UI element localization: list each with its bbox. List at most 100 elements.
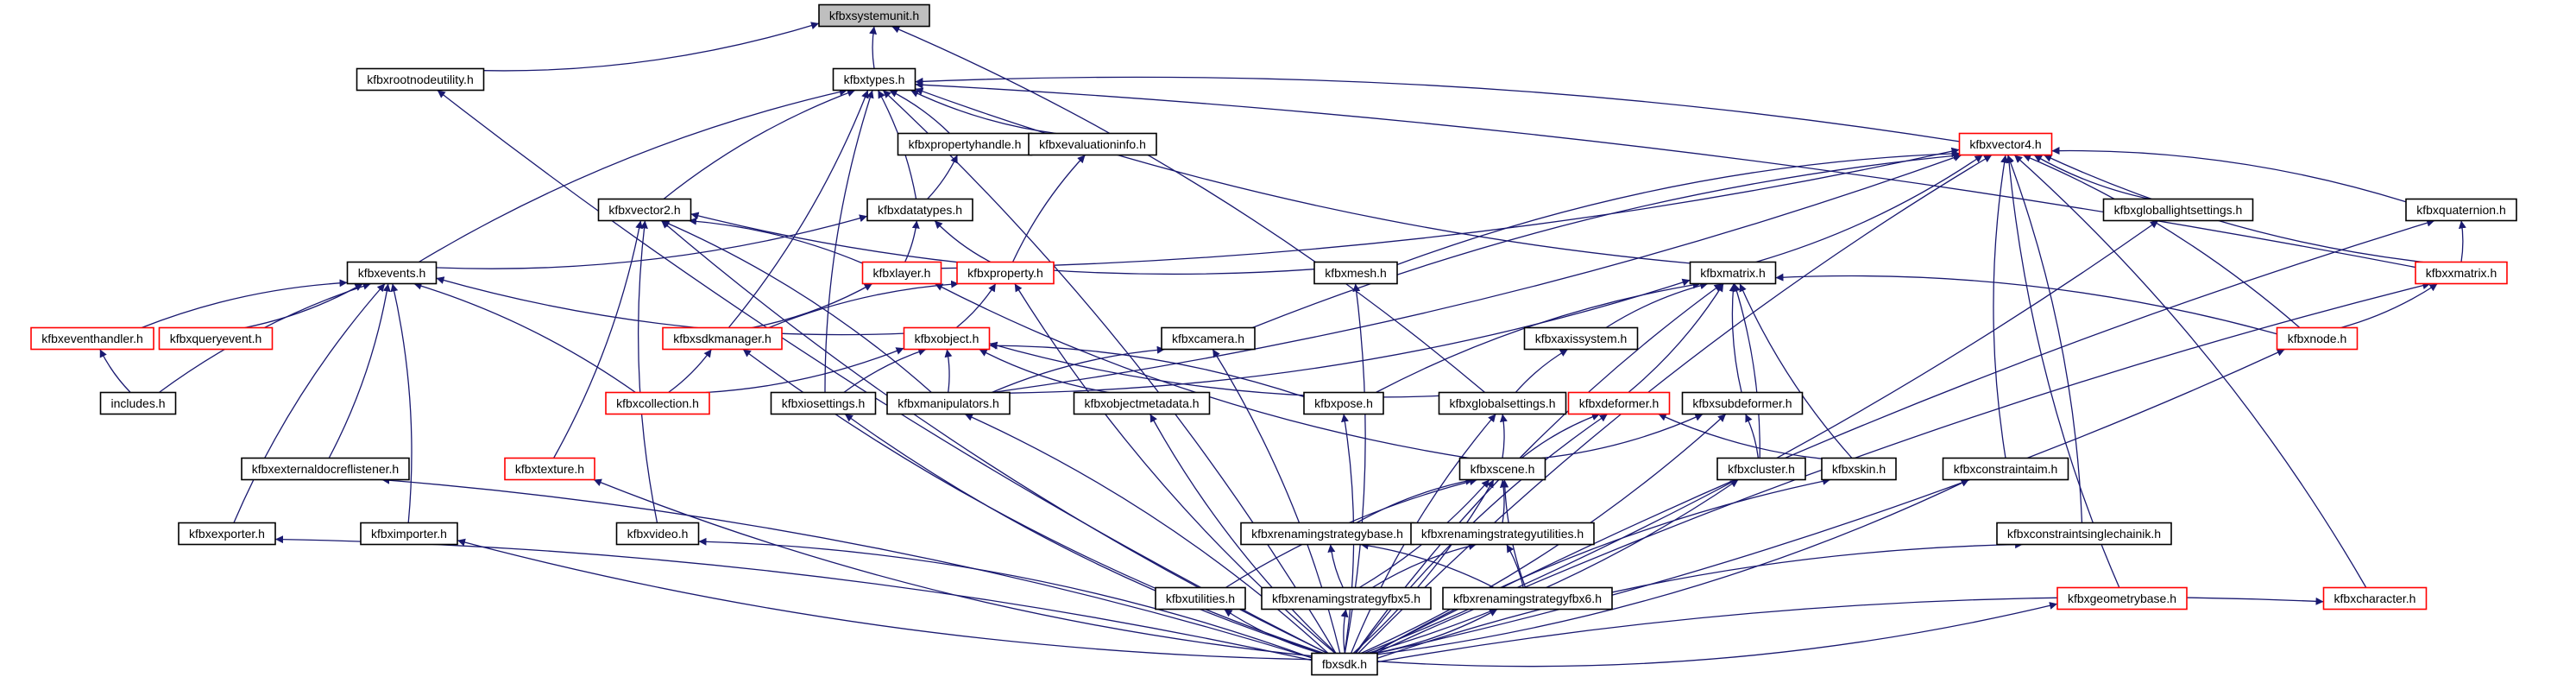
node-kfbxconstraintaim[interactable]: kfbxconstraintaim.h [1942,457,2069,481]
node-kfbxevents[interactable]: kfbxevents.h [346,261,438,285]
edge-kfbxdeformer-to-kfbxmatrix [1628,283,1724,393]
node-kfbxqueryevent[interactable]: kfbxqueryevent.h [158,326,274,351]
node-label: kfbxglobalsettings.h [1450,396,1556,410]
node-kfbxconstraintsinglechainik[interactable]: kfbxconstraintsinglechainik.h [1996,522,2172,546]
node-label: kfbxconstraintsinglechainik.h [2007,527,2161,541]
node-kfbxdeformer[interactable]: kfbxdeformer.h [1567,391,1671,415]
node-kfbxrenamingstrategyutilities[interactable]: kfbxrenamingstrategyutilities.h [1410,522,1595,546]
node-label: kfbxproperty.h [967,266,1043,280]
node-label: kfbxsubdeformer.h [1692,396,1792,410]
node-box [597,198,692,222]
node-kfbxaxissystem[interactable]: kfbxaxissystem.h [1523,326,1639,351]
node-kfbxproperty[interactable]: kfbxproperty.h [956,261,1055,285]
edge-kfbxcluster-to-kfbxmatrix [1733,283,1760,459]
node-kfbxpose[interactable]: kfbxpose.h [1303,391,1384,415]
node-kfbxlayer[interactable]: kfbxlayer.h [861,261,942,285]
edge-fbxsdk-to-kfbxcamera [1212,349,1341,654]
node-box [662,326,783,351]
node-kfbxmatrix[interactable]: kfbxmatrix.h [1689,261,1777,285]
node-label: kfbxpose.h [1314,396,1373,410]
node-kfbxpropertyhandle[interactable]: kfbxpropertyhandle.h [897,132,1033,156]
node-kfbxdatatypes[interactable]: kfbxdatatypes.h [866,198,973,222]
node-kfbxsubdeformer[interactable]: kfbxsubdeformer.h [1681,391,1804,415]
node-box [1161,326,1256,351]
node-kfbxexternaldocreflistener[interactable]: kfbxexternaldocreflistener.h [241,457,410,481]
node-label: kfbxdatatypes.h [878,203,962,217]
node-label: kfbxrenamingstrategybase.h [1251,527,1403,541]
node-label: kfbxrenamingstrategyfbx6.h [1453,592,1602,605]
node-kfbxcharacter[interactable]: kfbxcharacter.h [2322,586,2428,611]
node-kfbxcluster[interactable]: kfbxcluster.h [1716,457,1806,481]
node-box [605,391,710,415]
node-kfbxcollection[interactable]: kfbxcollection.h [605,391,710,415]
node-box [2322,586,2428,611]
node-label: kfbxscene.h [1471,462,1535,476]
edge-kfbxglobalsettings-to-kfbxsystemunit [891,25,1486,393]
node-kfbxtexture[interactable]: kfbxtexture.h [504,457,595,481]
node-kfbximporter[interactable]: kfbximporter.h [360,522,458,546]
node-box [1438,391,1567,415]
edge-kfbxlayer-to-kfbxvector4 [941,147,1960,269]
edge-kfbxexporter-to-kfbxevents [233,283,386,523]
node-label: kfbxquaternion.h [2416,203,2506,217]
node-kfbxtypes[interactable]: kfbxtypes.h [832,67,916,92]
node-kfbxscene[interactable]: kfbxscene.h [1458,457,1546,481]
edge-fbxsdk-to-kfbxconstraintaim [1376,478,1969,655]
node-kfbxxmatrix[interactable]: kfbxxmatrix.h [2415,261,2508,285]
node-kfbxnode[interactable]: kfbxnode.h [2276,326,2359,351]
node-label: kfbxdeformer.h [1579,396,1660,410]
edge-fbxsdk-to-kfbxnode [1376,348,2285,655]
node-box [1313,261,1398,285]
node-label: kfbxcharacter.h [2334,592,2416,605]
node-kfbxquaternion[interactable]: kfbxquaternion.h [2405,198,2517,222]
edge-fbxsdk-to-kfbxutilities [1224,608,1321,655]
node-kfbxvector2[interactable]: kfbxvector2.h [597,198,692,222]
edge-kfbxconstraintsinglechainik-to-kfbxvector4 [2006,155,2083,523]
node-box [2415,261,2508,285]
node-box [1303,391,1384,415]
node-kfbxutilities[interactable]: kfbxutilities.h [1155,586,1246,611]
node-kfbxcamera[interactable]: kfbxcamera.h [1161,326,1256,351]
edge-kfbxgloballightsettings-to-kfbxvector4 [2033,154,2151,200]
node-includes[interactable]: includes.h [99,391,177,415]
node-kfbxobjectmetadata[interactable]: kfbxobjectmetadata.h [1073,391,1211,415]
edge-kfbxvector2-to-kfbxtypes [663,89,856,200]
node-kfbxrenamingstrategyfbx6[interactable]: kfbxrenamingstrategyfbx6.h [1442,586,1613,611]
node-kfbxsdkmanager[interactable]: kfbxsdkmanager.h [662,326,783,351]
edge-kfbxrenamingstrategyfbx5-to-kfbxrenamingstrategybase [1327,544,1344,588]
node-label: kfbxrenamingstrategyfbx5.h [1272,592,1420,605]
node-kfbxgeometrybase[interactable]: kfbxgeometrybase.h [2056,586,2188,611]
edge-kfbxcluster-to-kfbxsubdeformer [1745,414,1760,459]
node-box [615,522,700,546]
node-kfbxvideo[interactable]: kfbxvideo.h [615,522,700,546]
edge-kfbxexternaldocreflistener-to-kfbxevents [328,283,391,459]
edge-kfbxrenamingstrategyfbx6-to-kfbxrenamingstrategybase [1360,541,1495,589]
node-label: kfbxqueryevent.h [170,332,262,345]
node-kfbxskin[interactable]: kfbxskin.h [1821,457,1897,481]
node-kfbxiosettings[interactable]: kfbxiosettings.h [770,391,877,415]
node-kfbxeventhandler[interactable]: kfbxeventhandler.h [30,326,154,351]
edge-kfbxmanipulators-to-kfbxmatrix [1009,278,1691,394]
node-kfbxmanipulators[interactable]: kfbxmanipulators.h [886,391,1011,415]
edge-kfbxobject-to-kfbxproperty [955,283,997,329]
node-label: kfbxmanipulators.h [898,396,999,410]
node-kfbxvector4[interactable]: kfbxvector4.h [1958,132,2053,156]
node-kfbxrenamingstrategyfbx5[interactable]: kfbxrenamingstrategyfbx5.h [1261,586,1432,611]
node-kfbxevaluationinfo[interactable]: kfbxevaluationinfo.h [1028,132,1157,156]
edge-kfbxnode-to-kfbxxmatrix [2340,282,2438,329]
node-fbxsdk[interactable]: fbxsdk.h [1311,652,1378,676]
node-label: includes.h [110,396,165,410]
node-box [818,3,930,28]
node-kfbxmesh[interactable]: kfbxmesh.h [1313,261,1398,285]
edge-kfbxpropertyhandle-to-kfbxtypes [889,89,950,134]
node-kfbxobject[interactable]: kfbxobject.h [903,326,991,351]
node-kfbxrenamingstrategybase[interactable]: kfbxrenamingstrategybase.h [1240,522,1414,546]
node-kfbxrootnodeutility[interactable]: kfbxrootnodeutility.h [356,67,485,92]
edge-kfbxskin-to-kfbxdeformer [1658,413,1823,459]
node-kfbxexporter[interactable]: kfbxexporter.h [178,522,276,546]
edge-kfbxmesh-to-kfbxvector4 [1396,149,1960,266]
node-box [1458,457,1546,481]
node-kfbxglobalsettings[interactable]: kfbxglobalsettings.h [1438,391,1567,415]
node-kfbxgloballightsettings[interactable]: kfbxgloballightsettings.h [2102,198,2254,222]
